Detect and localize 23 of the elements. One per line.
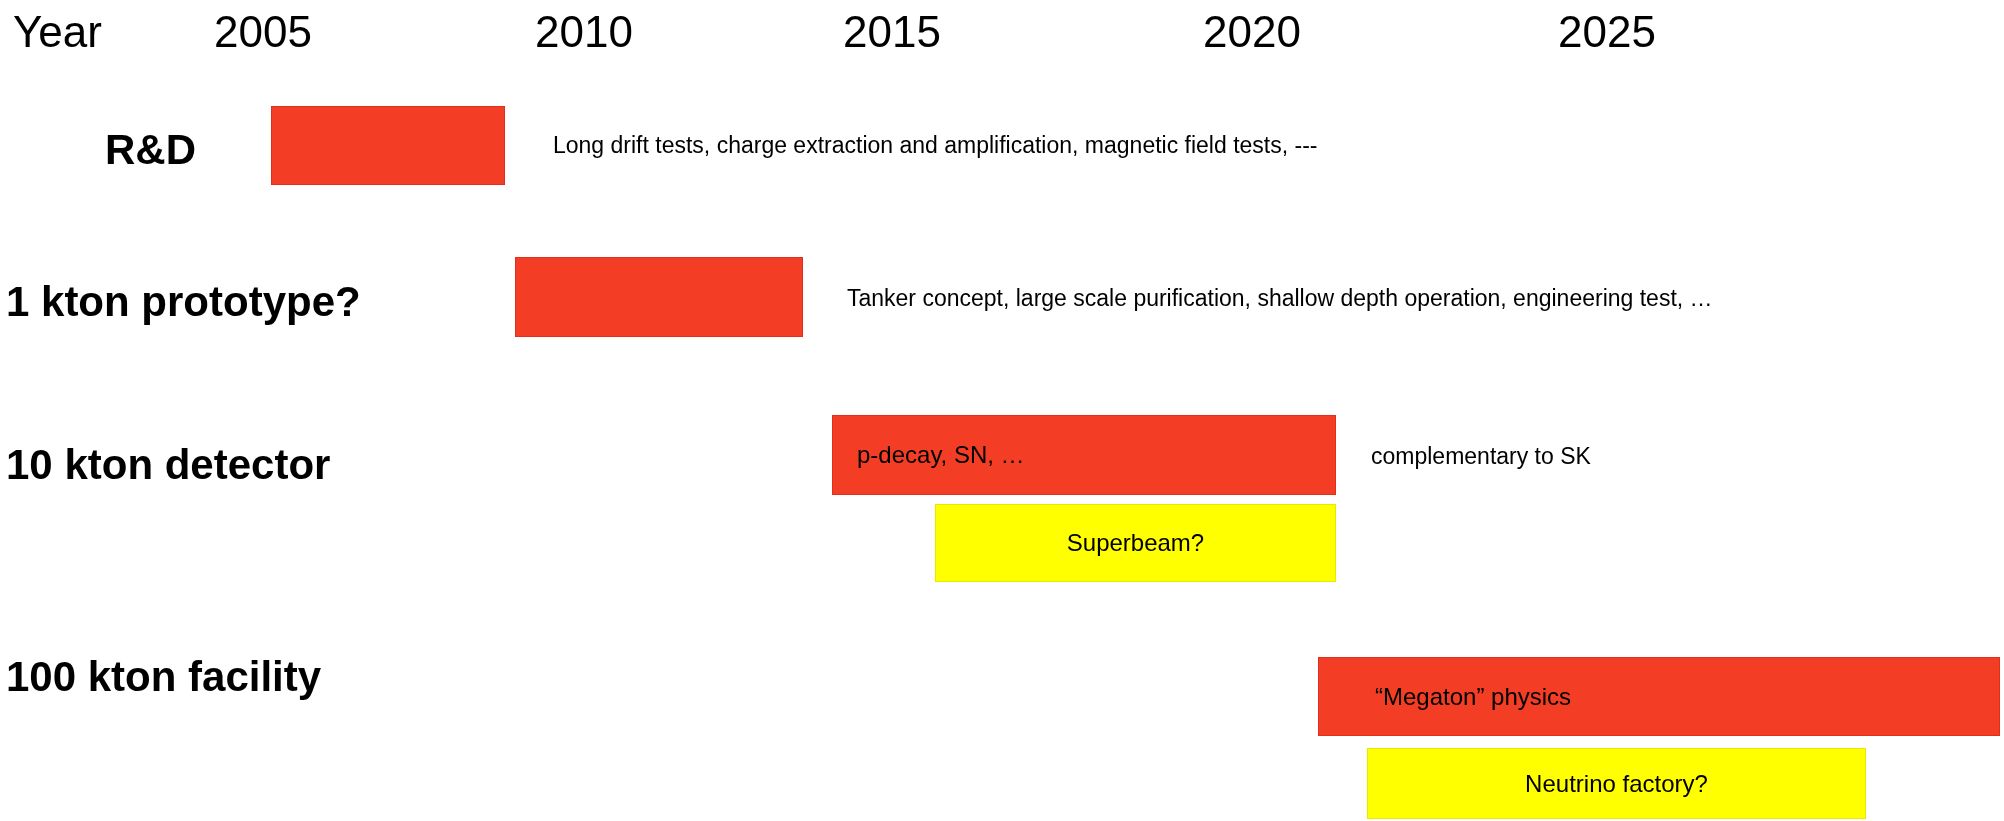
bar-text: “Megaton” physics <box>1375 682 1572 711</box>
row-label: 1 kton prototype? <box>6 278 361 326</box>
year-label: 2025 <box>1558 7 1656 57</box>
description-text: complementary to SK <box>1371 442 1591 470</box>
year-label: 2010 <box>535 7 633 57</box>
timeline-bar <box>832 415 1336 495</box>
row-label: R&D <box>105 126 196 174</box>
timeline-bar <box>935 504 1336 582</box>
timeline-bar <box>1367 748 1866 819</box>
timeline-bar <box>515 257 803 337</box>
description-text: Long drift tests, charge extraction and amplification, magnetic field tests, --- <box>553 131 1318 159</box>
row-label: 10 kton detector <box>6 441 331 489</box>
timeline-bar <box>271 106 505 185</box>
year-label: 2005 <box>214 7 312 57</box>
bar-text: Superbeam? <box>1066 529 1205 557</box>
bar-text: Neutrino factory? <box>1525 769 1708 798</box>
row-label: 100 kton facility <box>6 653 322 701</box>
description-text: Tanker concept, large scale purification, shallow depth operation, engineering test, … <box>847 284 1713 312</box>
axis-title: Year <box>13 7 102 57</box>
year-label: 2020 <box>1203 7 1301 57</box>
bar-text: p-decay, SN, … <box>857 441 1025 469</box>
year-label: 2015 <box>843 7 941 57</box>
timeline-bar <box>1318 657 2000 736</box>
